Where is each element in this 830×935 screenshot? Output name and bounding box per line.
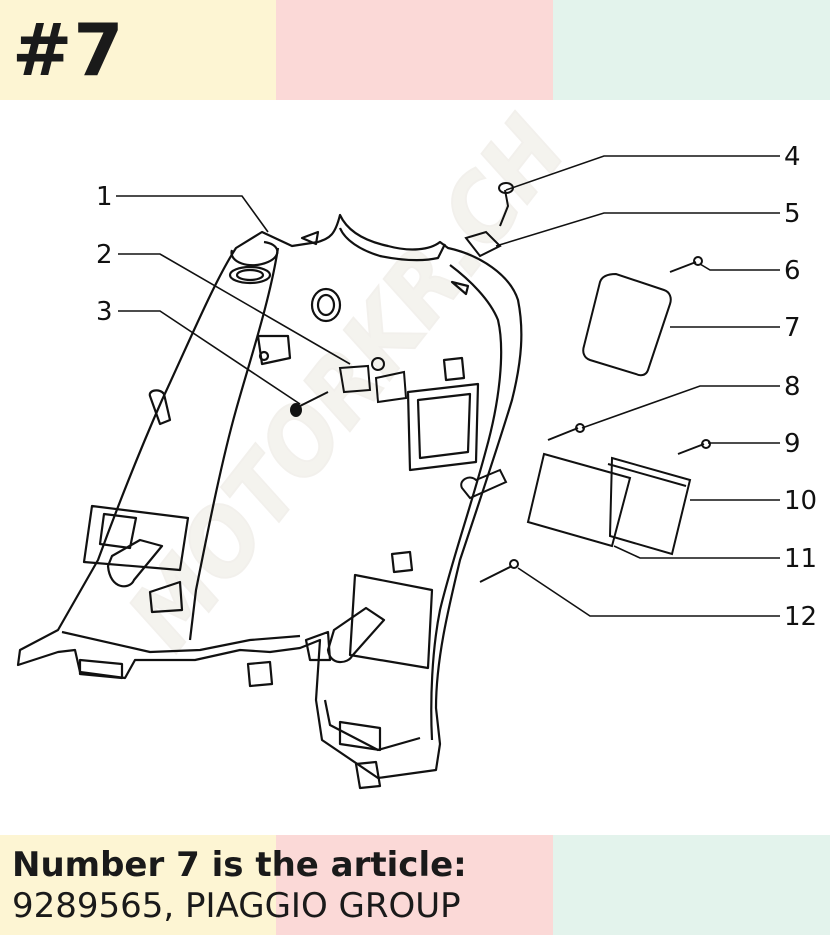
header-band-cell-yellow [0,0,276,100]
screw-part-8 [547,427,579,441]
header-band [0,0,830,100]
callout-11: 11 [784,544,817,574]
plate-part-10 [608,456,692,556]
leader-5 [495,212,780,247]
footer-band-cell-yellow [0,835,276,935]
peg-part-8 [460,468,508,500]
header-band-cell-pink [276,0,553,100]
callout-8: 8 [784,372,801,402]
leader-3 [118,310,301,405]
callout-6: 6 [784,256,801,286]
article-caption: Number 7 is the article: [12,845,467,885]
footer-band-cell-pink [276,835,553,935]
callout-9: 9 [784,429,801,459]
leader-6 [699,263,780,271]
footer-band-cell-mint [553,835,830,935]
leg-shield-panel [16,213,523,790]
callout-5: 5 [784,199,801,229]
leader-2 [118,253,351,365]
leader-11 [613,545,780,559]
screw-part-12 [479,565,513,583]
screw-part-4 [499,189,510,227]
callout-3: 3 [96,297,113,327]
clip-part-2 [338,364,372,394]
callout-10: 10 [784,486,817,516]
header-band-cell-mint [553,0,830,100]
screw-part-3 [295,391,329,409]
leader-12 [517,567,780,617]
leader-lines [116,155,780,617]
callout-12: 12 [784,602,817,632]
plate-part-11 [526,452,632,548]
cover-part-7 [582,272,672,377]
nut-part-5 [464,230,502,258]
callout-2: 2 [96,240,113,270]
callout-7: 7 [784,313,801,343]
screw-part-6 [669,261,697,273]
callout-1: 1 [96,182,113,212]
leader-8 [581,385,780,429]
screw-part-9 [677,443,705,455]
page-title: #7 [12,8,125,92]
clip-part-2b [374,370,408,404]
leader-1 [116,195,269,233]
footer-band [0,835,830,935]
callout-numbers: 1 2 3 4 5 6 7 8 9 10 11 12 [96,142,817,632]
leader-4 [505,155,780,191]
parts-diagram: MOTORKR.CH [16,100,817,790]
nut-part-2 [371,357,385,371]
callout-4: 4 [784,142,801,172]
article-number: 9289565, PIAGGIO GROUP [12,886,461,926]
